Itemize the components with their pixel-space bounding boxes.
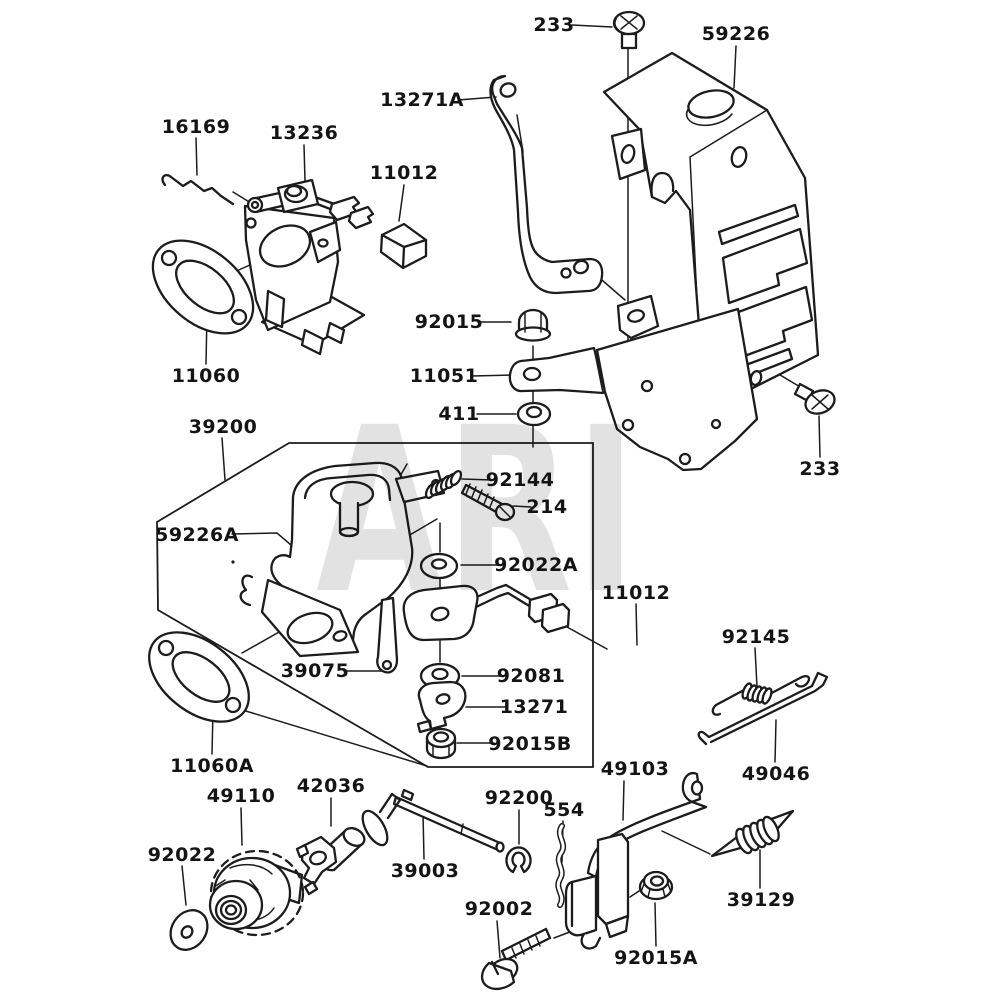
part-49103-lever bbox=[564, 772, 708, 950]
part-label-39200[interactable]: 39200 bbox=[188, 416, 258, 438]
part-411-washer bbox=[516, 401, 552, 427]
assembly-box-39200 bbox=[156, 442, 594, 768]
part-59226-cover bbox=[602, 51, 820, 400]
part-label-11051[interactable]: 11051 bbox=[409, 365, 479, 387]
part-13271a-lever bbox=[489, 74, 604, 295]
part-label-411[interactable]: 411 bbox=[438, 403, 480, 425]
part-92002-bolt bbox=[480, 927, 552, 991]
part-label-39075[interactable]: 39075 bbox=[280, 660, 350, 682]
part-label-92200[interactable]: 92200 bbox=[484, 787, 554, 809]
part-label-49103[interactable]: 49103 bbox=[600, 758, 670, 780]
part-label-214[interactable]: 214 bbox=[526, 496, 568, 518]
part-92145-spring bbox=[711, 675, 811, 716]
part-label-92015B[interactable]: 92015B bbox=[488, 733, 572, 755]
part-49046-rod bbox=[697, 671, 829, 746]
part-49110-gear bbox=[208, 849, 305, 937]
part-16169-rod bbox=[161, 174, 235, 206]
part-13271-cam bbox=[416, 680, 467, 734]
part-554-pin bbox=[555, 823, 567, 908]
part-11051-bracket bbox=[508, 294, 759, 472]
part-label-92145[interactable]: 92145 bbox=[721, 626, 791, 648]
part-label-11060[interactable]: 11060 bbox=[171, 365, 241, 387]
part-label-233-bot[interactable]: 233 bbox=[799, 458, 841, 480]
part-label-13236[interactable]: 13236 bbox=[269, 122, 339, 144]
part-label-92015[interactable]: 92015 bbox=[414, 311, 484, 333]
part-label-39003[interactable]: 39003 bbox=[390, 860, 460, 882]
part-39129-spring bbox=[710, 809, 795, 858]
part-92200-washer bbox=[505, 846, 532, 874]
part-label-92022A[interactable]: 92022A bbox=[494, 554, 578, 576]
part-39003-rod bbox=[361, 788, 505, 853]
part-label-11060A[interactable]: 11060A bbox=[170, 755, 254, 777]
part-11060-gasket bbox=[151, 239, 255, 335]
part-label-13271[interactable]: 13271 bbox=[499, 696, 569, 718]
part-label-233-top[interactable]: 233 bbox=[533, 14, 575, 36]
part-59226a-bracket bbox=[231, 461, 446, 658]
part-92022a-washer bbox=[419, 552, 459, 580]
part-label-92002[interactable]: 92002 bbox=[464, 898, 534, 920]
part-92022-washer bbox=[169, 909, 209, 951]
screw-233-top bbox=[612, 10, 646, 50]
part-11012-cap-a bbox=[379, 222, 428, 270]
part-92015a-nut bbox=[638, 870, 674, 901]
part-label-16169[interactable]: 16169 bbox=[161, 116, 231, 138]
part-label-59226[interactable]: 59226 bbox=[701, 23, 771, 45]
part-label-39129[interactable]: 39129 bbox=[726, 889, 796, 911]
part-92144-spring bbox=[424, 469, 463, 500]
part-label-554[interactable]: 554 bbox=[543, 799, 585, 821]
part-label-92144[interactable]: 92144 bbox=[485, 469, 555, 491]
part-label-11012-b[interactable]: 11012 bbox=[601, 582, 671, 604]
screw-233-bottom bbox=[793, 382, 836, 415]
part-11060a-gasket bbox=[148, 631, 250, 723]
part-13236-bracket bbox=[243, 178, 375, 356]
part-label-92015A[interactable]: 92015A bbox=[614, 947, 698, 969]
part-42036-sleeve bbox=[295, 827, 366, 896]
part-label-59226A[interactable]: 59226A bbox=[155, 524, 239, 546]
part-39075-lever bbox=[376, 583, 571, 674]
part-label-92081[interactable]: 92081 bbox=[496, 665, 566, 687]
part-label-92022[interactable]: 92022 bbox=[147, 844, 217, 866]
part-92015b-nut bbox=[425, 727, 457, 760]
part-label-49110[interactable]: 49110 bbox=[206, 785, 276, 807]
part-92015-cap-nut bbox=[514, 308, 552, 342]
part-label-42036[interactable]: 42036 bbox=[296, 775, 366, 797]
part-214-screw bbox=[460, 483, 516, 522]
part-label-49046[interactable]: 49046 bbox=[741, 763, 811, 785]
part-label-13271A[interactable]: 13271A bbox=[380, 89, 464, 111]
part-label-11012-a[interactable]: 11012 bbox=[369, 162, 439, 184]
